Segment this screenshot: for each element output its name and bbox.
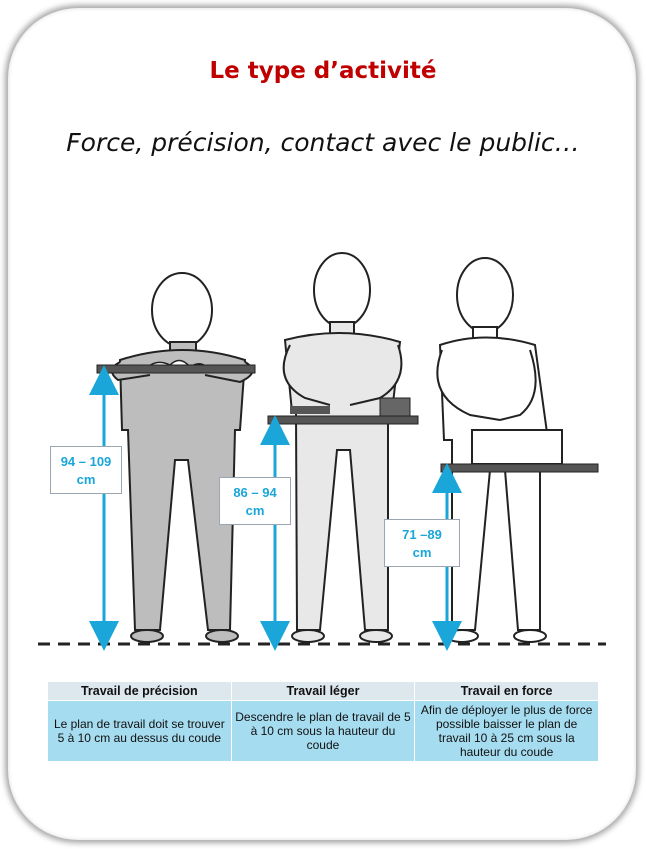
figure-light-worker <box>282 252 411 643</box>
worktop-force <box>440 463 599 473</box>
figure-force-worker <box>436 257 563 643</box>
page-subtitle: Force, précision, contact avec le public… <box>66 128 580 157</box>
worktop-precision <box>96 364 256 374</box>
table-header: Travail en force <box>414 681 599 701</box>
height-label-precision: 94 – 109 cm <box>50 446 122 494</box>
height-label-light: 86 – 94 cm <box>219 477 291 525</box>
table-header: Travail de précision <box>47 681 232 701</box>
height-label-force-text: 71 –89 cm <box>402 527 442 560</box>
table-cell: Le plan de travail doit se trouver 5 à 1… <box>47 700 232 762</box>
worktop-light <box>267 415 419 425</box>
table-cell: Afin de déployer le plus de force possib… <box>414 700 599 762</box>
height-label-precision-text: 94 – 109 cm <box>60 454 112 487</box>
figure-precision-worker <box>111 272 254 643</box>
height-label-force: 71 –89 cm <box>384 519 460 567</box>
height-label-light-text: 86 – 94 cm <box>233 485 277 518</box>
table-header-row: Travail de précision Travail léger Trava… <box>47 681 599 701</box>
activity-table: Travail de précision Travail léger Trava… <box>47 681 599 762</box>
table-row: Le plan de travail doit se trouver 5 à 1… <box>47 700 599 762</box>
table-header: Travail léger <box>230 681 416 701</box>
table-cell: Descendre le plan de travail de 5 à 10 c… <box>230 700 416 762</box>
page-title: Le type d’activité <box>209 58 437 84</box>
